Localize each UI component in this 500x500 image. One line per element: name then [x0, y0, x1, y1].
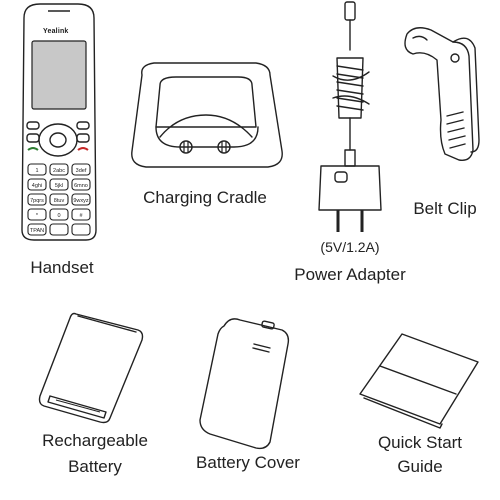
power-adapter: (5V/1.2A) Power Adapter: [275, 0, 425, 290]
keypad-key: [49, 178, 69, 191]
keypad-key: [27, 193, 47, 206]
guide-drawing: [359, 333, 479, 429]
keypad-key-label: 7pqrs: [30, 198, 44, 204]
keypad-key-label: 9wxyz: [73, 198, 89, 204]
battery-label-line2: Battery: [68, 457, 122, 476]
keypad-key: [71, 163, 91, 176]
keypad-key-label: *: [36, 213, 39, 219]
keypad-key: [71, 178, 91, 191]
keypad-key-label: TPAN: [30, 228, 44, 234]
keypad-key-label: #: [79, 213, 83, 219]
keypad-key-label: 3def: [76, 168, 87, 174]
keypad-key: [27, 163, 47, 176]
keypad-key: [27, 223, 47, 236]
cradle-label: Charging Cradle: [143, 188, 267, 207]
keypad-key: [49, 208, 69, 221]
keypad-key: [27, 178, 47, 191]
handset-drawing: 1 2abc 3def 4ghi 5jkl 6mno 7pqrs 8tuv 9wxyz * 0 # TP…: [21, 3, 97, 241]
belt-clip-label: Belt Clip: [413, 199, 477, 218]
keypad-key: [49, 163, 69, 176]
quick-start-guide: Quick Start Guide: [340, 320, 500, 490]
charging-cradle: Charging Cradle: [120, 55, 290, 215]
keypad-key-label: 5jkl: [55, 183, 63, 189]
guide-label-line2: Guide: [397, 457, 443, 476]
handset-label: Handset: [30, 258, 94, 277]
adapter-label: Power Adapter: [294, 265, 406, 284]
keypad-key-label: 6mno: [74, 183, 88, 189]
battery-label-line1: Rechargeable: [42, 431, 148, 450]
rechargeable-battery: Rechargeable Battery: [20, 300, 170, 490]
keypad-key-label: 8tuv: [54, 198, 65, 204]
belt-clip: Belt Clip: [395, 20, 495, 218]
keypad-key-label: 1: [35, 168, 38, 174]
keypad-key: [49, 193, 69, 206]
cradle-drawing: [131, 62, 283, 168]
battery-drawing: [38, 312, 144, 424]
guide-label-line1: Quick Start: [377, 433, 463, 452]
adapter-spec: (5V/1.2A): [320, 239, 380, 255]
handset-brand: Yealink: [43, 28, 69, 35]
keypad-key-label: 4ghi: [32, 183, 42, 189]
adapter-drawing: [318, 1, 382, 232]
battery-cover-label: Battery Cover: [196, 453, 300, 472]
keypad-key-label: 2abc: [53, 168, 65, 174]
belt-clip-drawing: [404, 27, 480, 161]
keypad-key: [27, 208, 47, 221]
battery-cover-drawing: [199, 318, 290, 450]
battery-cover: Battery Cover: [178, 310, 318, 480]
handset: 1 2abc 3def 4ghi 5jkl 6mno 7pqrs 8tuv 9wxyz * 0 # TP…: [0, 0, 110, 290]
keypad-key: [71, 223, 91, 236]
keypad-key-label: 0: [57, 213, 60, 219]
keypad-key: [71, 193, 91, 206]
keypad-key: [71, 208, 91, 221]
keypad-key: [49, 223, 69, 236]
